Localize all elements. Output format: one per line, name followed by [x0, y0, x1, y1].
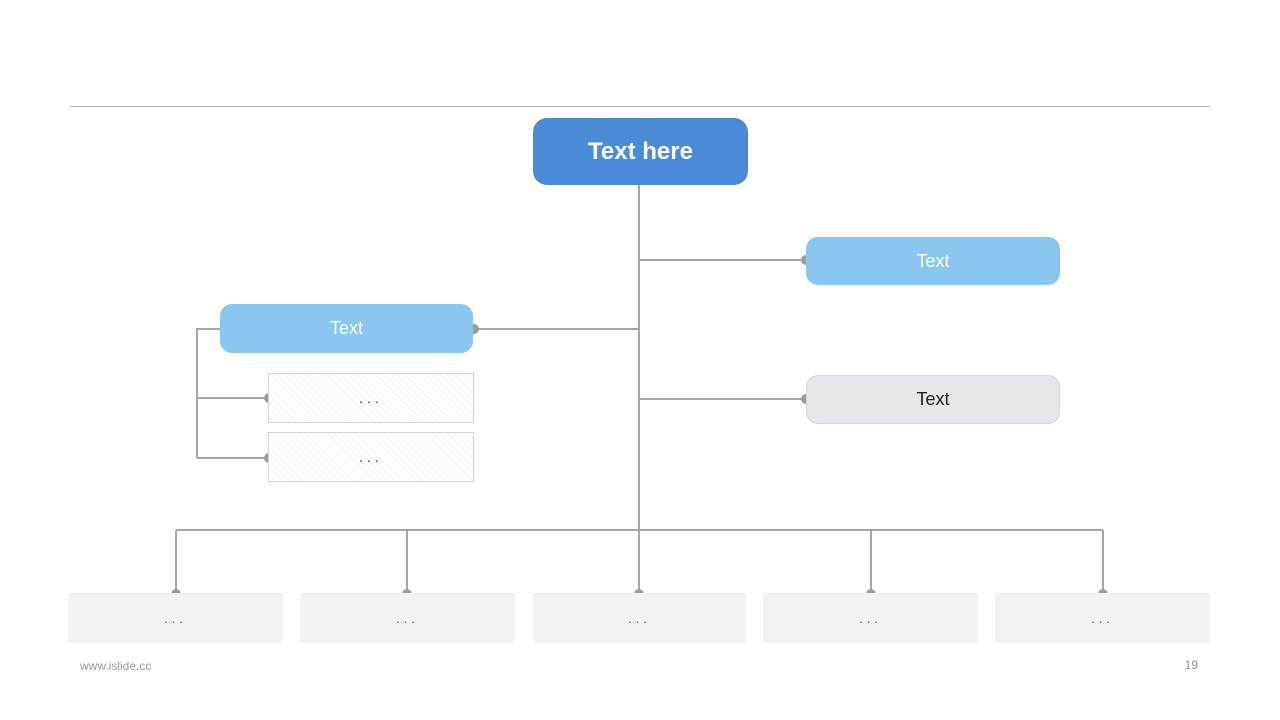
bottom-node-5[interactable]: ...	[995, 593, 1210, 643]
bottom-node-4-label: ...	[859, 610, 882, 626]
footer-page-number: 19	[1184, 658, 1198, 672]
bottom-node-2-label: ...	[396, 610, 419, 626]
left-sub-node-2-label: ...	[359, 449, 383, 465]
header-divider-line	[70, 106, 1210, 107]
left-sub-node-2[interactable]: ...	[268, 432, 474, 482]
right-bottom-node-label: Text	[916, 389, 950, 409]
right-top-node[interactable]: Text	[806, 237, 1060, 285]
bottom-node-3[interactable]: ...	[533, 593, 746, 643]
footer-website: www.islide.cc	[80, 659, 152, 673]
bottom-node-4[interactable]: ...	[763, 593, 978, 643]
bottom-node-1-label: ...	[164, 610, 187, 626]
right-bottom-node[interactable]: Text	[806, 375, 1060, 424]
left-sub-node-1-label: ...	[359, 390, 383, 406]
root-node[interactable]: Text here	[533, 118, 748, 185]
bottom-node-5-label: ...	[1091, 610, 1114, 626]
right-top-node-label: Text	[916, 250, 950, 271]
bottom-node-1[interactable]: ...	[68, 593, 283, 643]
root-node-label: Text here	[588, 137, 693, 165]
left-node-label: Text	[329, 318, 363, 338]
connector-left-bracket	[196, 328, 220, 458]
bottom-node-3-label: ...	[628, 610, 651, 626]
bottom-node-2[interactable]: ...	[300, 593, 515, 643]
left-sub-node-1[interactable]: ...	[268, 373, 474, 423]
left-node[interactable]: Text	[220, 304, 473, 353]
